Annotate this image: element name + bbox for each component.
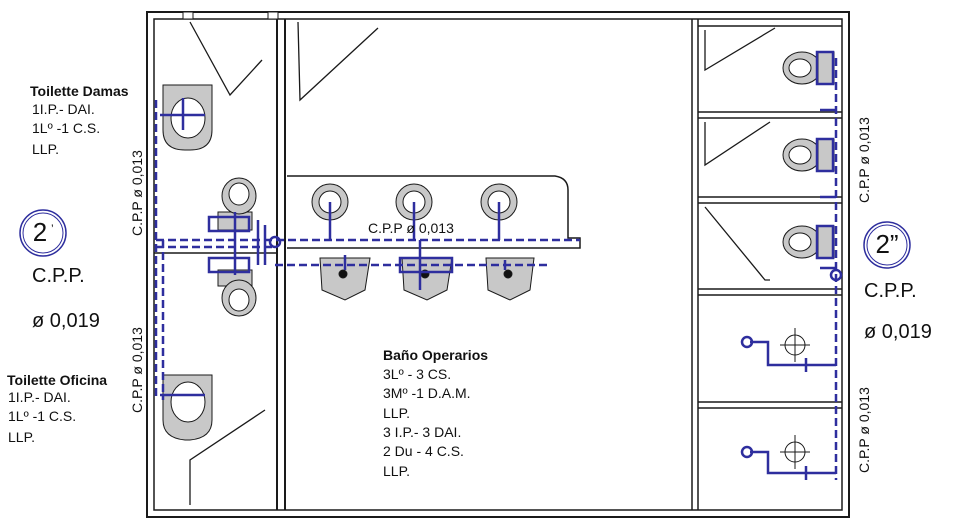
pipe-shower-1 (750, 340, 836, 367)
riser-circle-right-inner (866, 224, 908, 266)
sink-oficina-bowl (170, 381, 206, 423)
lavatory-1-drain (338, 269, 348, 279)
riser-right-line2: ø 0,019 (864, 321, 932, 343)
walls (146, 11, 850, 518)
toilet-stall-3-tank (817, 225, 835, 259)
valve-oficina-toilet (207, 256, 251, 274)
shower-head-1 (740, 335, 754, 349)
water-pipes (154, 50, 843, 480)
door-stall-1 (704, 27, 776, 72)
lavatory-3 (485, 257, 535, 301)
toilet-oficina-seat (228, 288, 250, 312)
toilette-oficina-title: Toilette Oficina (7, 372, 108, 388)
toilet-stall-2-seat (788, 145, 812, 165)
bano-operarios-title: Baño Operarios (383, 347, 489, 363)
riser-left-mark: ’ (51, 222, 54, 236)
door-damas (189, 21, 263, 97)
bano-operarios-line-5: 2 Du - 4 C.S. (383, 443, 464, 459)
toilette-oficina-line-2: 1Lº -1 C.S. (8, 408, 77, 424)
lavatory-counter (287, 175, 581, 249)
bano-operarios-line-2: 3Mº -1 D.A.M. (383, 385, 471, 401)
toilette-damas-line-3: LLP. (32, 141, 59, 157)
outer-wall-inner (153, 18, 843, 511)
toilette-damas-title: Toilette Damas (30, 83, 129, 99)
riser-right-line1: C.P.P. (864, 280, 917, 302)
toilette-damas-line-2: 1Lº -1 C.S. (32, 120, 101, 136)
riser-symbols (19, 209, 911, 269)
toilet-stall-3-seat (788, 232, 812, 252)
lavatory-1 (319, 257, 371, 301)
fixtures (162, 51, 835, 463)
pipe-node-right (829, 268, 843, 282)
pipe-label-left-top: C.P.P ø 0,013 (129, 150, 145, 236)
pipe-shower-2 (750, 450, 836, 475)
top-gap-mark-2 (182, 11, 194, 20)
toilet-damas-seat (228, 182, 250, 206)
bano-operarios-line-6: LLP. (383, 463, 410, 479)
riser-left-line1: C.P.P. (32, 265, 85, 287)
bano-operarios-line-4: 3 I.P.- 3 DAI. (383, 424, 462, 440)
pipe-label-left-bottom: C.P.P ø 0,013 (129, 327, 145, 413)
toilet-stall-1-seat (788, 58, 812, 78)
riser-circle-right (863, 221, 911, 269)
valve-lavatory (398, 256, 454, 274)
riser-left-line2: ø 0,019 (32, 310, 100, 332)
pipe-label-right-top: C.P.P ø 0,013 (856, 117, 872, 203)
sink-damas-bowl (170, 97, 206, 139)
pipe-label-right-bottom: C.P.P ø 0,013 (856, 387, 872, 473)
door-stall-3 (704, 206, 770, 281)
riser-left-number: 2 (32, 217, 48, 247)
top-gap-mark (267, 11, 279, 20)
pipe-label-horizontal: C.P.P ø 0,013 (368, 220, 454, 236)
outer-wall (146, 11, 850, 518)
door-oficina (189, 409, 266, 505)
riser-right-number: 2” (875, 229, 899, 259)
toilette-damas-line-1: 1I.P.- DAI. (32, 101, 95, 117)
bano-operarios-line-1: 3Lº - 3 CS. (383, 366, 452, 382)
toilet-stall-2-tank (817, 138, 835, 172)
riser-circle-left-inner (22, 212, 64, 254)
bano-operarios-line-3: LLP. (383, 405, 410, 421)
door-stall-2 (704, 121, 771, 167)
valve-stall-1 (815, 50, 835, 86)
valve-stall-3 (815, 224, 835, 260)
shower-head-2 (740, 445, 754, 459)
toilet-stall-1-tank (817, 51, 835, 85)
valve-damas-toilet (207, 215, 251, 233)
toilette-oficina-line-1: 1I.P.- DAI. (8, 389, 71, 405)
valve-stall-2 (815, 137, 835, 173)
toilette-oficina-line-3: LLP. (8, 429, 35, 445)
shower-crosses (780, 328, 810, 469)
lavatory-3-drain (503, 269, 513, 279)
riser-circle-left (19, 209, 67, 257)
door-operarios (297, 21, 379, 102)
pipe-node-left (268, 235, 282, 249)
